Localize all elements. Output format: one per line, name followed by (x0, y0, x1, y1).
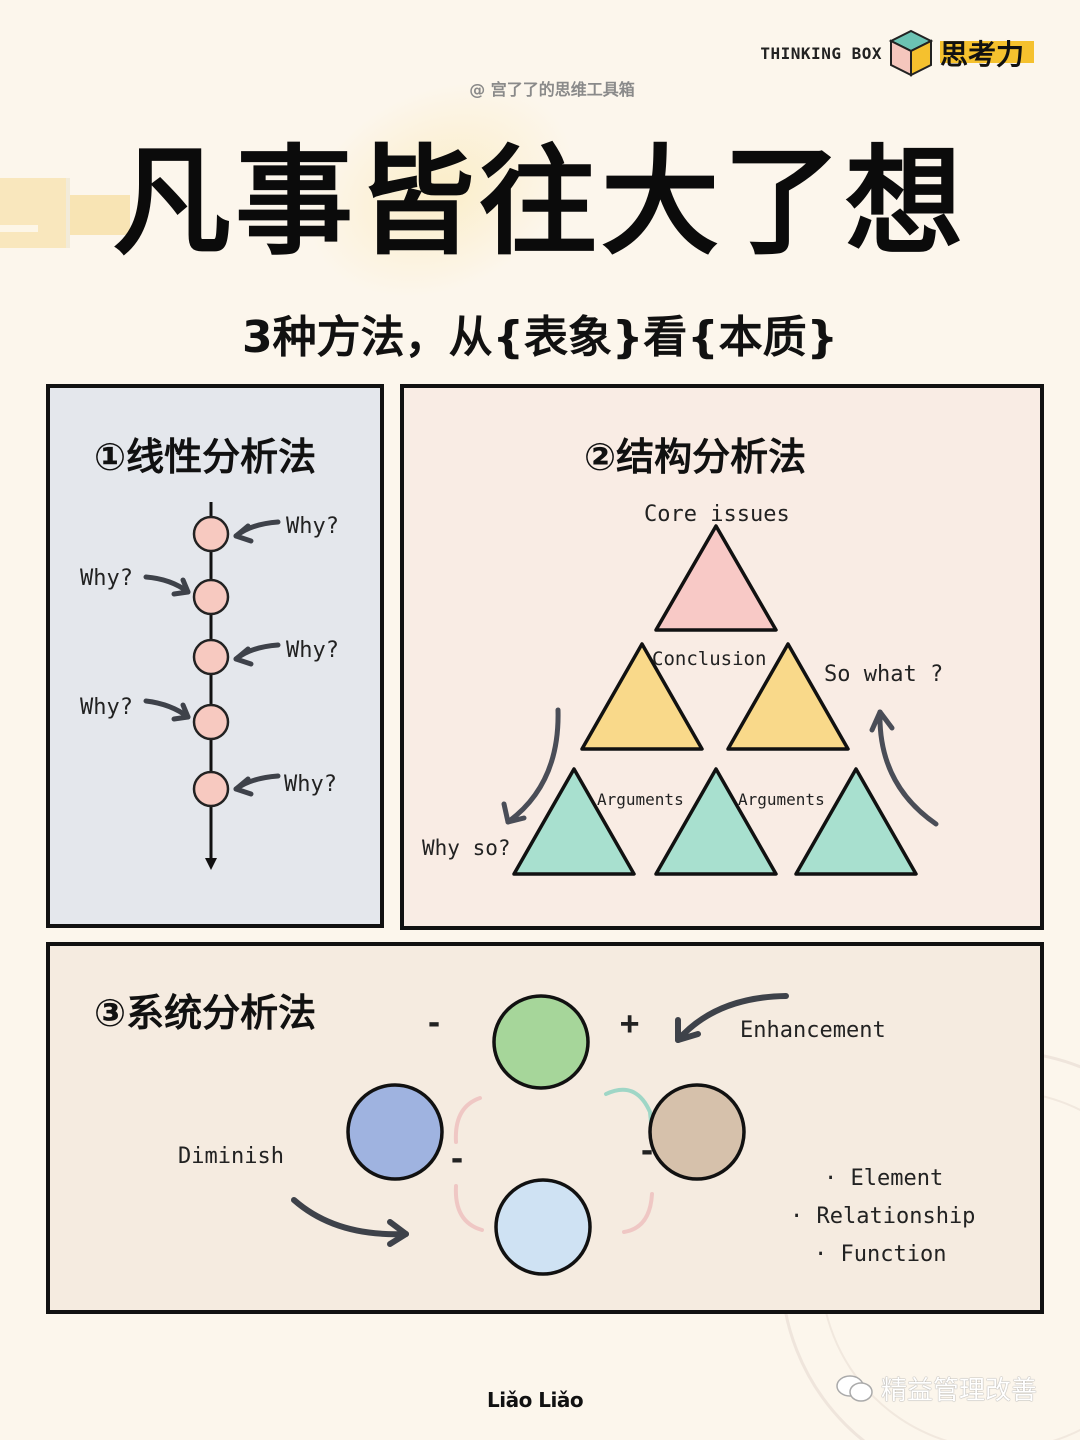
wechat-watermark: 精益管理改善 (835, 1370, 1037, 1407)
why-label-2: Why? (80, 566, 133, 591)
label-so-what: So what ? (824, 662, 944, 687)
why-label-3: Why? (286, 638, 339, 663)
panel-system-analysis: ③系统分析法 - + - - Enhancement Diminish · El… (46, 942, 1044, 1314)
brand-name-cn: 思考力 (939, 38, 1024, 71)
label-why-so: Why so? (422, 836, 511, 860)
wechat-icon (836, 1374, 873, 1402)
minus-sign-bottom-right: - (638, 1134, 657, 1169)
brand-name-cn-wrap: 思考力 (939, 33, 1034, 73)
pyramid-diagram (501, 524, 939, 876)
cube-icon (888, 29, 934, 77)
why-label-5: Why? (284, 772, 337, 797)
panel-title-structure: ②结构分析法 (584, 435, 807, 479)
label-core-issues: Core issues (644, 502, 790, 527)
brand-logo: THINKING BOX 思考力 (760, 28, 1034, 78)
why-label-4: Why? (80, 695, 133, 720)
plus-sign-top-right: + (620, 1004, 640, 1042)
brand-name-en: THINKING BOX (760, 43, 882, 63)
panel-title-system: ③系统分析法 (94, 991, 317, 1035)
bullet-element: · Element (824, 1166, 944, 1191)
brand-highlight (939, 41, 1034, 63)
wechat-account-name: 精益管理改善 (881, 1376, 1038, 1406)
bullet-function: · Function (814, 1242, 947, 1267)
system-cycle-diagram (291, 993, 789, 1276)
why-label-1: Why? (286, 514, 339, 539)
minus-sign-bottom-left: - (448, 1142, 467, 1177)
background-pencil-line (0, 225, 38, 232)
panel-title-linear: ①线性分析法 (94, 435, 317, 479)
label-arguments-left: Arguments (597, 790, 684, 809)
label-diminish: Diminish (178, 1144, 284, 1169)
bullet-relationship: · Relationship (790, 1204, 976, 1229)
panel-linear-analysis: ①线性分析法 Why? Why? Why? Why? Why? (46, 384, 384, 928)
linear-chain-diagram (143, 502, 281, 870)
minus-sign-top-left: - (425, 1006, 444, 1041)
label-enhancement: Enhancement (740, 1018, 886, 1043)
page-title: 凡事皆往大了想 (112, 132, 967, 271)
label-arguments-right: Arguments (738, 790, 825, 809)
footer-brand-logo: Liǎo Liǎo (487, 1388, 584, 1412)
label-conclusion: Conclusion (652, 648, 767, 670)
panel-structure-analysis: ②结构分析法 Core issues Conclusion So what ? … (400, 384, 1044, 930)
background-pencil-tip (70, 195, 130, 235)
page-subtitle: 3种方法，从{表象}看{本质} (242, 312, 838, 363)
background-pencil-decoration (0, 178, 70, 248)
author-handle: @ 宫了了的思维工具箱 (469, 80, 635, 99)
